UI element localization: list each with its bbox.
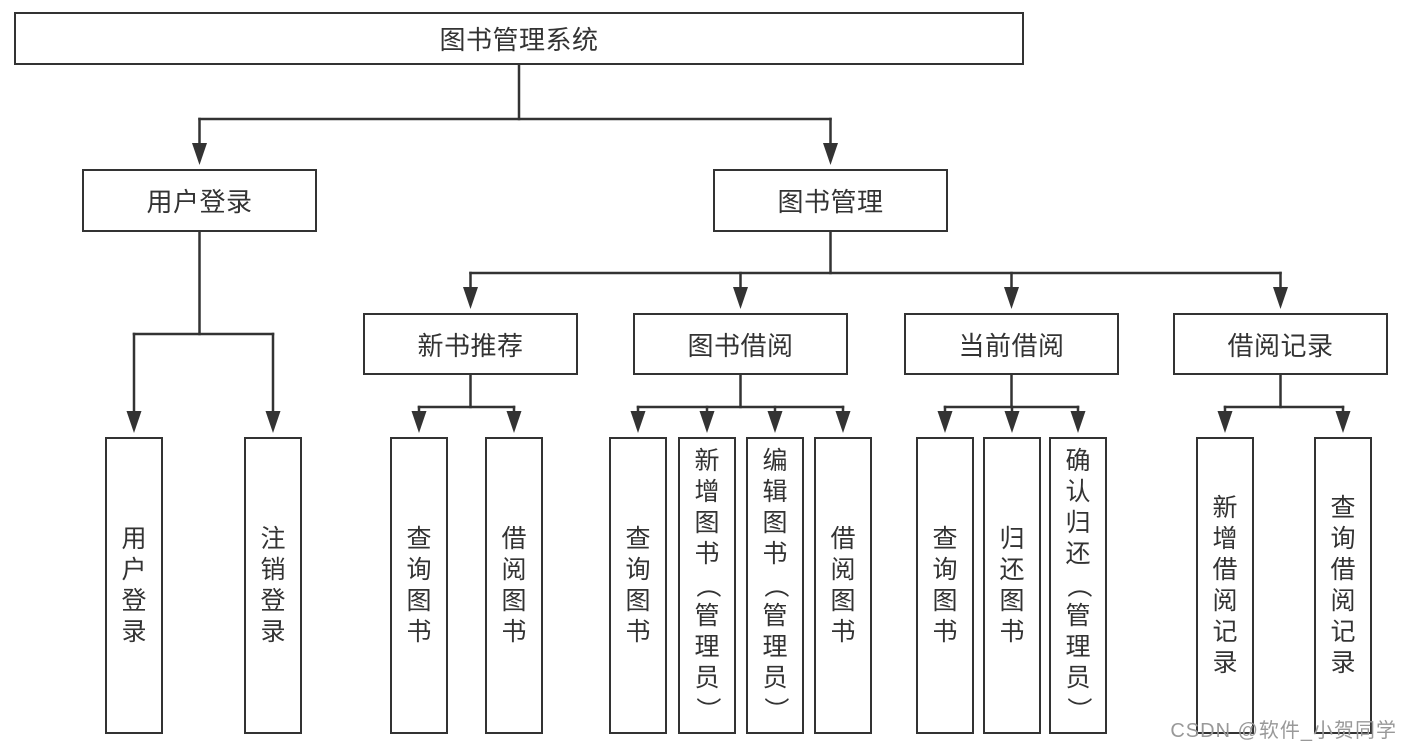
node-label: 借阅图书	[501, 524, 527, 646]
arrow-down-icon	[937, 411, 953, 433]
node-rec-borrow: 借阅图书	[485, 437, 543, 734]
node-label: 查询图书	[932, 524, 958, 646]
node-label: 确认归还（管理员）	[1064, 447, 1093, 722]
node-label: 新增图书（管理员）	[693, 447, 722, 722]
node-label: 借阅图书	[830, 524, 856, 646]
node-label: 注销登录	[260, 524, 286, 646]
arrow-down-icon	[1335, 411, 1351, 433]
arrow-down-icon	[192, 143, 207, 165]
node-cb-query: 查询图书	[916, 437, 974, 734]
arrow-down-icon	[126, 411, 142, 433]
arrow-down-icon	[265, 411, 281, 433]
arrow-down-icon	[506, 411, 522, 433]
node-label: 归还图书	[999, 524, 1025, 646]
node-label: 编辑图书（管理员）	[761, 447, 790, 722]
node-label: 查询图书	[625, 524, 651, 646]
node-current-borrow: 当前借阅	[904, 313, 1119, 375]
node-bb-add: 新增图书（管理员）	[678, 437, 736, 734]
node-br-add: 新增借阅记录	[1196, 437, 1254, 734]
node-br-query: 查询借阅记录	[1314, 437, 1372, 734]
arrow-down-icon	[1217, 411, 1233, 433]
node-bb-query: 查询图书	[609, 437, 667, 734]
node-label: 查询借阅记录	[1330, 493, 1356, 677]
node-leaf-logout: 注销登录	[244, 437, 302, 734]
arrow-down-icon	[1004, 411, 1020, 433]
node-book-mgmt: 图书管理	[713, 169, 948, 232]
node-bb-edit: 编辑图书（管理员）	[746, 437, 804, 734]
arrow-down-icon	[699, 411, 715, 433]
node-label: 图书管理	[777, 187, 884, 217]
node-label: 用户登录	[121, 524, 147, 646]
arrow-down-icon	[411, 411, 427, 433]
arrow-down-icon	[463, 287, 478, 309]
arrow-down-icon	[733, 287, 748, 309]
node-label: 查询图书	[406, 524, 432, 646]
arrow-down-icon	[767, 411, 783, 433]
node-label: 用户登录	[146, 187, 253, 217]
arrow-down-icon	[1273, 287, 1288, 309]
arrow-down-icon	[835, 411, 851, 433]
node-label: 新书推荐	[417, 330, 524, 361]
node-label: 新增借阅记录	[1212, 493, 1238, 677]
node-leaf-user-login: 用户登录	[105, 437, 163, 734]
node-rec-query: 查询图书	[390, 437, 448, 734]
node-new-book-rec: 新书推荐	[363, 313, 578, 375]
node-label: 图书借阅	[687, 330, 794, 361]
node-book-borrow: 图书借阅	[633, 313, 848, 375]
node-user-login: 用户登录	[82, 169, 317, 232]
node-cb-return: 归还图书	[983, 437, 1041, 734]
node-borrow-records: 借阅记录	[1173, 313, 1388, 375]
node-cb-confirm: 确认归还（管理员）	[1049, 437, 1107, 734]
node-root: 图书管理系统	[14, 12, 1024, 65]
node-label: 当前借阅	[958, 330, 1065, 361]
node-bb-borrow: 借阅图书	[814, 437, 872, 734]
node-label: 图书管理系统	[439, 25, 599, 55]
arrow-down-icon	[823, 143, 838, 165]
watermark: CSDN @软件_小贺同学	[1170, 720, 1397, 742]
arrow-down-icon	[1070, 411, 1086, 433]
arrow-down-icon	[1004, 287, 1019, 309]
node-label: 借阅记录	[1227, 330, 1334, 361]
arrow-down-icon	[630, 411, 646, 433]
